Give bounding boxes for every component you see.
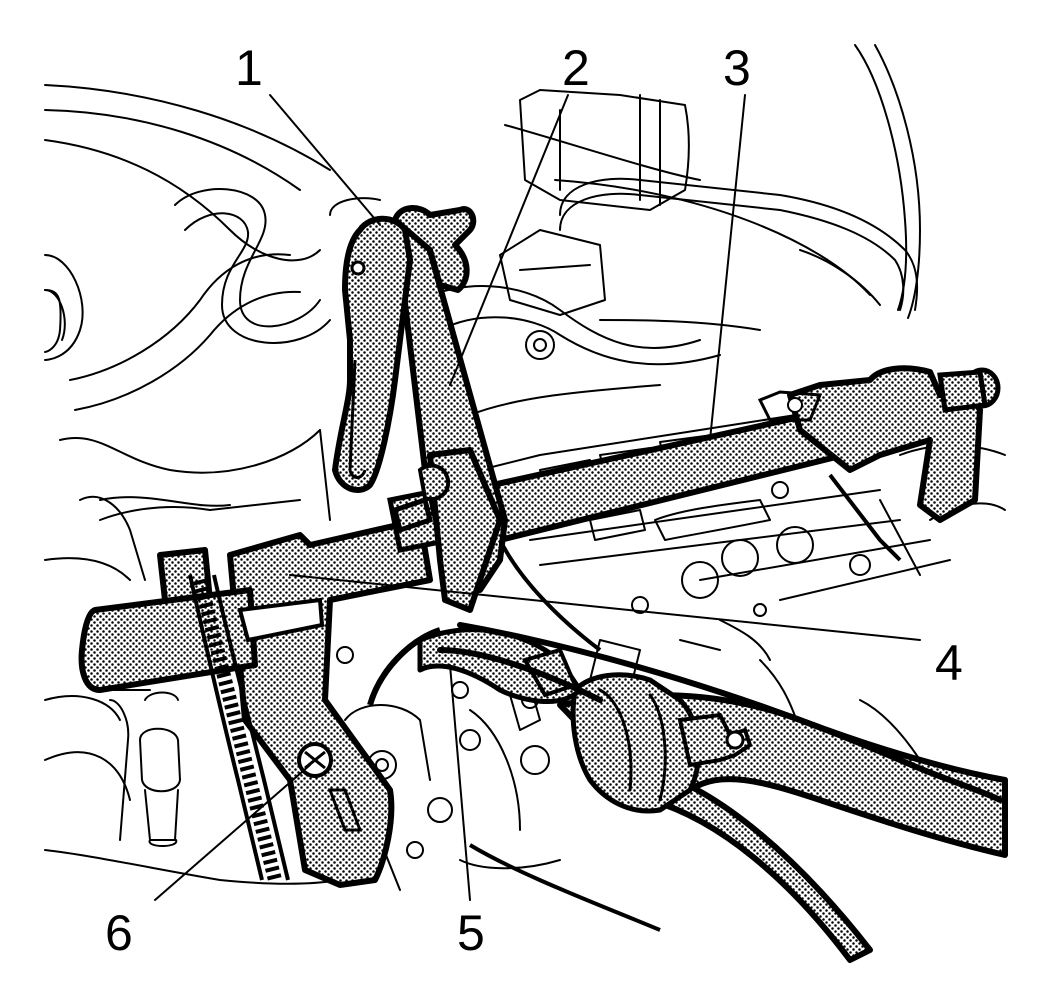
callout-3: 3 <box>723 40 751 96</box>
callout-4: 4 <box>935 635 963 691</box>
callout-5: 5 <box>457 905 485 961</box>
camshaft-holder <box>78 487 453 888</box>
vertical-locking-pin <box>332 205 508 613</box>
callout-leaders <box>154 94 921 901</box>
hose-assembly <box>367 622 1008 963</box>
callout-labels: 1 2 3 4 5 6 <box>105 40 963 961</box>
callout-2: 2 <box>562 40 590 96</box>
callout-6: 6 <box>105 905 133 961</box>
callout-1: 1 <box>235 40 263 96</box>
locking-tool-bar <box>466 365 1001 652</box>
